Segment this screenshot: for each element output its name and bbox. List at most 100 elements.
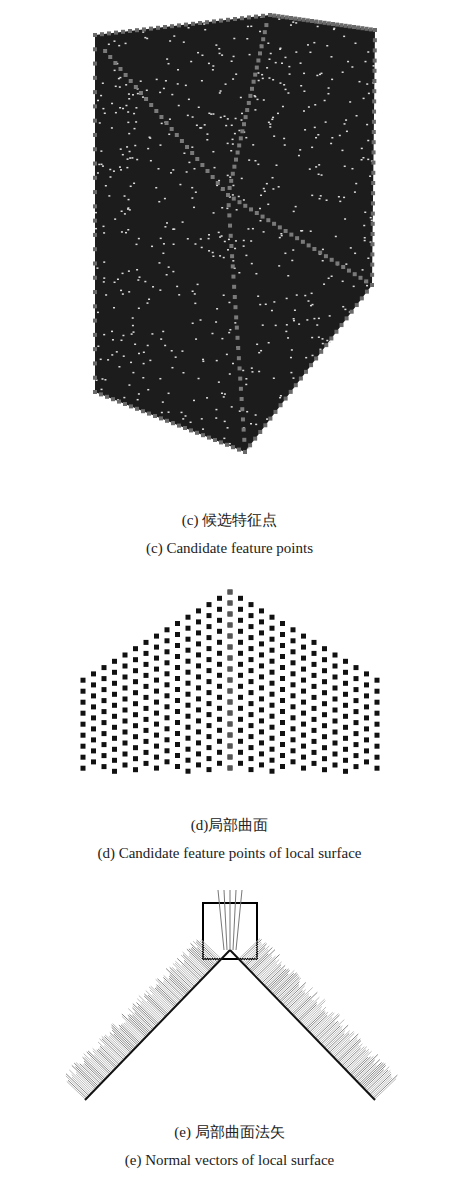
cloud-point xyxy=(293,211,295,213)
surface-point xyxy=(301,755,306,760)
surface-point xyxy=(291,671,296,676)
cloud-point xyxy=(104,113,106,115)
feature-point xyxy=(93,290,97,294)
cloud-point xyxy=(163,88,165,90)
cloud-point xyxy=(138,393,140,395)
cloud-point xyxy=(256,344,258,346)
feature-point xyxy=(371,171,375,175)
feature-point xyxy=(268,417,272,421)
cloud-point xyxy=(162,253,164,255)
cloud-point xyxy=(366,124,368,126)
cloud-point xyxy=(127,122,129,124)
normal-vector xyxy=(124,1023,142,1041)
feature-point xyxy=(213,438,217,442)
cloud-point xyxy=(354,253,356,255)
cloud-point xyxy=(114,282,116,284)
cloud-point xyxy=(227,118,229,120)
surface-point xyxy=(249,613,254,618)
cloud-point xyxy=(272,117,274,119)
cloud-point xyxy=(166,222,168,224)
feature-point xyxy=(134,85,138,89)
feature-point xyxy=(190,151,194,155)
feature-point xyxy=(350,310,354,314)
cloud-point xyxy=(248,448,250,450)
surface-point xyxy=(217,761,222,766)
cloud-point xyxy=(231,406,233,408)
feature-point xyxy=(225,443,229,447)
cloud-point xyxy=(215,44,217,46)
cloud-point xyxy=(171,94,173,96)
cloud-point xyxy=(197,284,199,286)
cloud-point xyxy=(225,125,227,127)
surface-point xyxy=(102,742,107,747)
surface-point xyxy=(343,758,348,763)
cloud-point xyxy=(366,285,368,287)
cloud-point xyxy=(268,122,270,124)
surface-point xyxy=(270,615,275,620)
cloud-point xyxy=(208,238,210,240)
surface-point xyxy=(228,755,233,760)
cloud-point xyxy=(201,247,203,249)
surface-point xyxy=(112,747,117,752)
feature-point xyxy=(309,363,313,367)
feature-point xyxy=(93,390,97,394)
cloud-point xyxy=(97,345,99,347)
cloud-point xyxy=(295,22,297,24)
cloud-point xyxy=(223,294,225,296)
feature-point xyxy=(373,28,377,32)
cloud-point xyxy=(354,191,356,193)
surface-point xyxy=(280,654,285,659)
feature-point xyxy=(144,97,148,101)
surface-point xyxy=(144,739,149,744)
cloud-point xyxy=(129,157,131,159)
cloud-point xyxy=(212,69,214,71)
cloud-point xyxy=(160,338,162,340)
feature-point xyxy=(371,212,375,216)
feature-point xyxy=(189,428,193,432)
feature-point xyxy=(103,49,107,53)
surface-point xyxy=(91,704,96,709)
surface-point xyxy=(322,668,327,673)
feature-point xyxy=(200,163,204,167)
cloud-point xyxy=(343,36,345,38)
feature-point xyxy=(364,279,368,283)
cloud-point xyxy=(166,274,168,276)
cloud-point xyxy=(173,35,175,37)
cloud-point xyxy=(111,103,113,105)
feature-point xyxy=(219,440,223,444)
cloud-point xyxy=(255,273,257,275)
cloud-point xyxy=(182,418,184,420)
cloud-point xyxy=(369,175,371,177)
cloud-point xyxy=(102,165,104,167)
feature-point xyxy=(281,15,285,19)
cloud-point xyxy=(112,339,114,341)
cloud-point xyxy=(127,207,129,209)
surface-point xyxy=(144,750,149,755)
cloud-point xyxy=(159,92,161,94)
surface-point xyxy=(259,685,264,690)
cloud-point xyxy=(234,248,236,250)
cloud-point xyxy=(318,174,320,176)
cloud-point xyxy=(234,133,236,135)
cloud-point xyxy=(362,269,364,271)
surface-point xyxy=(133,668,138,673)
surface-point xyxy=(270,725,275,730)
cloud-point xyxy=(238,130,240,132)
surface-point xyxy=(291,693,296,698)
surface-point xyxy=(207,745,212,750)
surface-point xyxy=(322,679,327,684)
cloud-point xyxy=(163,243,165,245)
surface-point xyxy=(154,700,159,705)
feature-point xyxy=(233,305,237,309)
surface-point xyxy=(249,646,254,651)
normal-vector xyxy=(122,1016,145,1038)
cloud-point xyxy=(181,412,183,414)
surface-point xyxy=(186,725,191,730)
surface-point xyxy=(175,720,180,725)
cloud-point xyxy=(241,178,243,180)
surface-point xyxy=(175,731,180,736)
surface-point xyxy=(91,737,96,742)
surface-point xyxy=(375,689,380,694)
feature-point xyxy=(105,395,109,399)
cloud-point xyxy=(259,31,261,33)
